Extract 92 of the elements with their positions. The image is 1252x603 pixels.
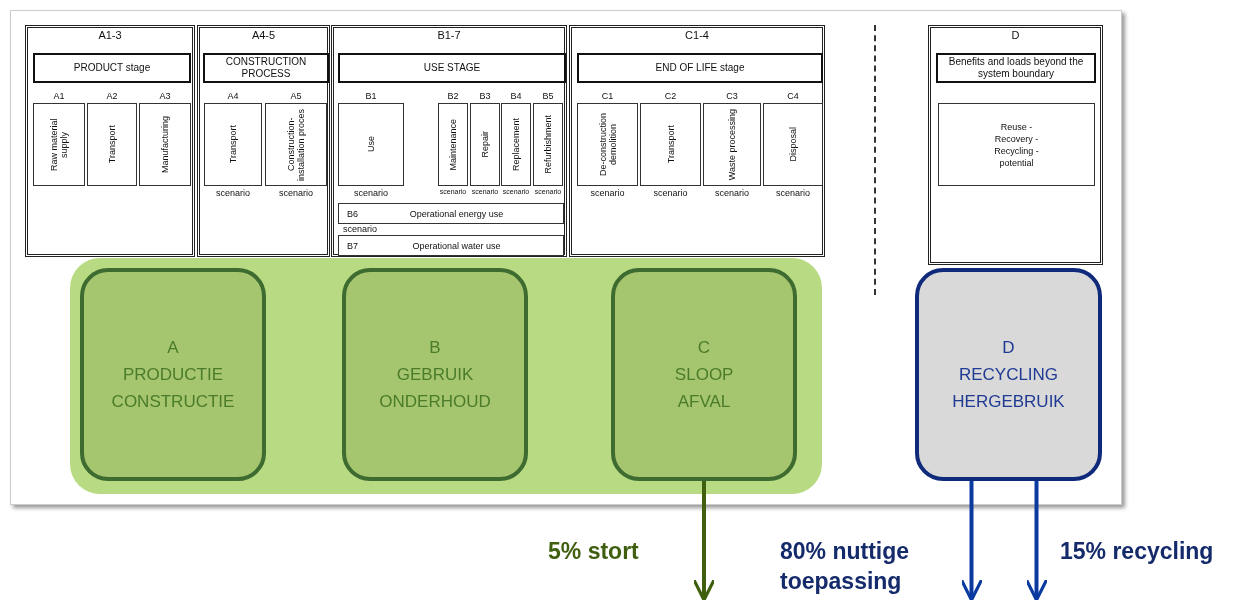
- stage-header: PRODUCT stage: [33, 53, 191, 83]
- phase-box: [611, 268, 797, 481]
- module-box: [438, 103, 468, 186]
- module-code: C2: [664, 91, 677, 101]
- module-box: [338, 203, 564, 224]
- module-text: Use: [366, 136, 376, 153]
- module-box: [640, 103, 701, 186]
- phase-text: RECYCLING HERGEBRUIK: [952, 364, 1065, 413]
- phase-letter: A: [167, 337, 179, 359]
- module-text: Construction-installation proces: [286, 107, 306, 183]
- phase-box: [915, 268, 1102, 481]
- module-text: Refurbishment: [543, 115, 553, 174]
- module-box: [33, 103, 85, 186]
- module-code: B5: [542, 91, 554, 101]
- module-code: B6: [347, 208, 358, 219]
- stage-header: USE STAGE: [338, 53, 566, 83]
- phase-text: PRODUCTIE CONSTRUCTIE: [111, 364, 235, 413]
- module-box: [338, 103, 404, 186]
- scenario-note: scenario: [715, 188, 749, 198]
- module-text: Transport: [228, 125, 238, 164]
- module-code: A4: [227, 91, 239, 101]
- scenario-note: scenario: [216, 188, 250, 198]
- module-box: [470, 103, 500, 186]
- module-box: [938, 103, 1095, 186]
- module-code: C3: [726, 91, 738, 101]
- module-text: Waste processing: [727, 108, 737, 181]
- phase-text: GEBRUIK ONDERHOUD: [379, 364, 491, 413]
- module-text: Operational energy use: [408, 208, 505, 219]
- module-box: [703, 103, 761, 186]
- edge-label: 80% nuttige toepassing: [780, 537, 911, 596]
- module-text: Repair: [480, 131, 490, 158]
- module-box: [87, 103, 137, 186]
- column-title: A1-3: [97, 29, 123, 41]
- module-code: A1: [53, 91, 65, 101]
- module-code: B3: [479, 91, 491, 101]
- column-title: D: [1010, 29, 1021, 41]
- module-code: A2: [106, 91, 118, 101]
- stage-header: END OF LIFE stage: [577, 53, 823, 83]
- module-box: [501, 103, 531, 186]
- column-title: A4-5: [250, 29, 277, 41]
- arrow: [692, 481, 716, 602]
- scenario-note: scenario: [590, 188, 625, 198]
- module-text: Replacement: [511, 118, 521, 171]
- column-title: B1-7: [436, 29, 462, 41]
- stage-band: [70, 258, 822, 494]
- stage-header: CONSTRUCTION PROCESS: [203, 53, 329, 83]
- arrow: [959, 481, 984, 602]
- scenario-note: scenario: [354, 188, 388, 198]
- module-text: Disposal: [788, 127, 798, 162]
- stage-column: [928, 25, 1103, 265]
- phase-letter: B: [429, 337, 441, 359]
- module-text: De-construction demolition: [597, 112, 618, 178]
- phase-box: [342, 268, 528, 481]
- module-box: [204, 103, 262, 186]
- stage-header: Benefits and loads beyond the system boundary: [936, 53, 1096, 83]
- phase-box: [80, 268, 266, 481]
- module-box: [533, 103, 563, 186]
- phase-text: SLOOP AFVAL: [674, 364, 734, 413]
- edge-label: 15% recycling: [1060, 537, 1214, 566]
- module-text: Operational water use: [411, 240, 502, 251]
- stage-column: [331, 25, 567, 257]
- stage-column: [569, 25, 825, 257]
- module-box: [577, 103, 638, 186]
- scenario-note: scenario: [653, 188, 688, 198]
- module-box: [763, 103, 823, 186]
- module-text: Transport: [107, 125, 117, 164]
- module-code: A3: [159, 91, 171, 101]
- scenario-note: scenario: [279, 188, 313, 198]
- phase-letter: C: [697, 337, 711, 359]
- module-box: [265, 103, 327, 186]
- module-code: B4: [510, 91, 522, 101]
- module-code: C4: [787, 91, 799, 101]
- module-text: Reuse - Recovery - Recycling - potential: [993, 120, 1040, 169]
- module-code: A5: [290, 91, 302, 101]
- module-box: [338, 235, 564, 256]
- edge-label: 5% stort: [548, 537, 639, 566]
- module-text: Raw material supply: [49, 117, 69, 173]
- module-code: B7: [347, 240, 358, 251]
- module-text: Transport: [665, 125, 676, 164]
- module-code: C1: [601, 91, 614, 101]
- module-box: [139, 103, 191, 186]
- stage-column: [197, 25, 330, 257]
- stage-column: [25, 25, 195, 257]
- arrow: [1024, 481, 1049, 602]
- column-title: C1-4: [684, 29, 710, 41]
- scenario-note: scenario: [343, 224, 377, 234]
- scenario-note: scenario: [776, 188, 810, 198]
- phase-letter: D: [1002, 337, 1015, 359]
- module-text: Maintenance: [448, 118, 458, 171]
- module-code: B1: [365, 91, 377, 101]
- module-code: B2: [447, 91, 459, 101]
- module-text: Manufacturing: [160, 115, 170, 173]
